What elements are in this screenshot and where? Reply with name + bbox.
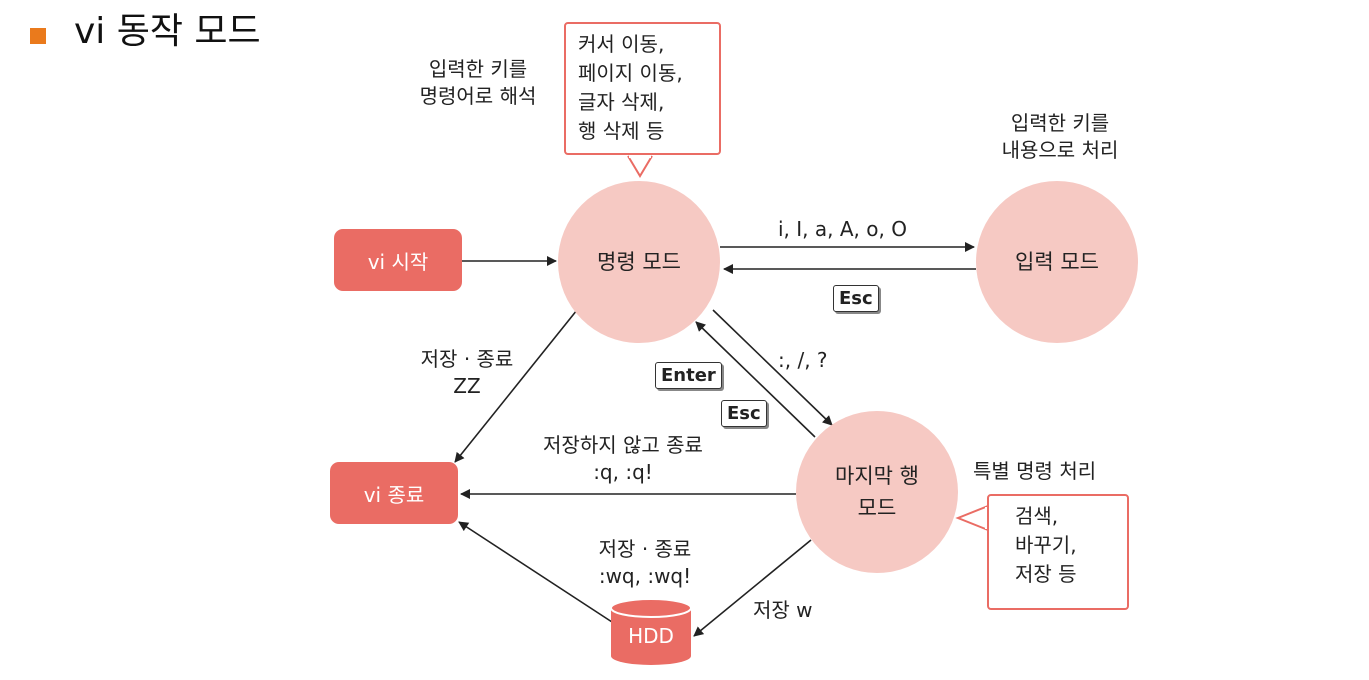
last-line-mode-label-1: 마지막 행: [835, 464, 919, 488]
hdd-label: HDD: [628, 624, 674, 648]
arrow-hdd-to-end: [458, 521, 613, 623]
input-mode-circle: 입력 모드: [976, 181, 1138, 343]
command-interpret-note: 입력한 키를 명령어로 해석: [398, 56, 558, 110]
callout-lastline-pointer: [955, 505, 989, 531]
title-bullet: [30, 28, 46, 44]
edge-label-quit-no-save-line-1: 저장하지 않고 종료: [543, 433, 703, 457]
last-line-mode-circle: 마지막 행 모드: [796, 411, 958, 573]
callout-command-pointer: [627, 155, 653, 178]
edge-label-zz-line-1: 저장 · 종료: [420, 347, 514, 371]
command-callout-line-2: 페이지 이동,: [578, 61, 683, 85]
arrow-lastline-to-hdd: [693, 539, 812, 637]
command-callout-line-4: 행 삭제 등: [578, 119, 665, 143]
last-line-callout-line-1: 검색,: [1015, 504, 1059, 528]
last-line-callout: 검색, 바꾸기, 저장 등: [987, 494, 1129, 610]
input-process-line-1: 입력한 키를: [1010, 111, 1110, 135]
command-interpret-line-1: 입력한 키를: [428, 57, 528, 81]
enter-key: Enter: [655, 362, 722, 389]
last-line-callout-line-2: 바꾸기,: [1015, 533, 1077, 557]
edge-label-to-input: i, I, a, A, o, O: [778, 217, 907, 241]
edge-label-wq: 저장 · 종료 :wq, :wq!: [580, 536, 710, 590]
input-process-line-2: 내용으로 처리: [1001, 138, 1119, 162]
vi-start-box: vi 시작: [334, 229, 462, 291]
edge-label-zz-line-2: ZZ: [453, 374, 481, 398]
esc-key-last-line: Esc: [721, 400, 767, 427]
input-process-note: 입력한 키를 내용으로 처리: [980, 110, 1140, 164]
last-line-callout-line-3: 저장 등: [1015, 562, 1077, 586]
arrow-lastline-to-command: [695, 321, 816, 438]
command-callout-line-3: 글자 삭제,: [578, 90, 665, 114]
esc-key-input: Esc: [833, 285, 879, 312]
hdd-cylinder: [610, 598, 692, 665]
input-mode-label: 입력 모드: [1015, 250, 1099, 274]
edge-label-save-w: 저장 w: [753, 598, 813, 622]
arrow-command-to-end: [454, 309, 578, 463]
arrow-command-to-lastline: [712, 309, 833, 426]
command-callout: 커서 이동, 페이지 이동, 글자 삭제, 행 삭제 등: [564, 22, 721, 155]
edge-label-zz: 저장 · 종료 ZZ: [402, 346, 532, 400]
special-command-note: 특별 명령 처리: [973, 459, 1097, 483]
last-line-mode-label-2: 모드: [857, 496, 897, 520]
command-interpret-line-2: 명령어로 해석: [419, 84, 537, 108]
page-title: vi 동작 모드: [74, 11, 261, 52]
vi-end-box: vi 종료: [330, 462, 458, 524]
edge-label-to-last-line: :, /, ?: [778, 348, 828, 372]
edge-label-quit-no-save: 저장하지 않고 종료 :q, :q!: [518, 432, 728, 486]
command-mode-label: 명령 모드: [597, 250, 681, 274]
command-callout-line-1: 커서 이동,: [578, 32, 665, 56]
edge-label-quit-no-save-line-2: :q, :q!: [593, 460, 653, 484]
edge-label-wq-line-2: :wq, :wq!: [598, 564, 692, 588]
command-mode-circle: 명령 모드: [558, 181, 720, 343]
edge-label-wq-line-1: 저장 · 종료: [598, 537, 692, 561]
